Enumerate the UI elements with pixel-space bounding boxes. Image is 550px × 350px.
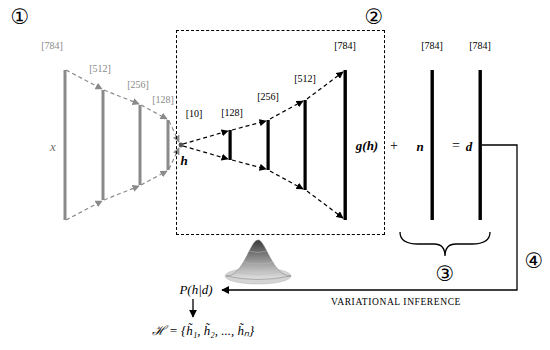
- data-symbol: d: [466, 140, 473, 154]
- decoder-box: ②: [176, 30, 385, 235]
- down-arrow: [192, 299, 193, 317]
- layer-dimension: [256]: [257, 91, 279, 102]
- noise-symbol: n: [416, 140, 423, 154]
- decoder-link: [183, 146, 228, 159]
- layer-dimension: [512]: [294, 73, 316, 84]
- encoder-link: [169, 148, 179, 169]
- encoder-link: [141, 171, 167, 185]
- layer-bar: [64, 70, 67, 220]
- layer-dimension: [256]: [127, 79, 149, 90]
- layer-bar: [304, 100, 307, 190]
- layer-bar: [102, 90, 105, 200]
- layer-dimension: [512]: [89, 63, 111, 74]
- noise-bar: [431, 70, 434, 220]
- operator-symbol: +: [390, 138, 398, 153]
- encoder-link: [141, 105, 167, 119]
- decoder: [183, 72, 343, 218]
- data-bar: [479, 70, 482, 220]
- encoder-link: [104, 90, 139, 104]
- callout-number: ③: [436, 263, 455, 286]
- layer-bar: [267, 120, 270, 170]
- decoder-link: [270, 171, 303, 189]
- sample-set-formula: ℋ = {h̃₁, h̃₂, ..., h̃ₙ}: [152, 324, 254, 338]
- callout-number: ②: [365, 6, 384, 29]
- output-symbol: g(h): [356, 139, 378, 153]
- encoder-link: [66, 201, 102, 220]
- encoder: [66, 70, 179, 220]
- layer-bar: [344, 70, 347, 220]
- curly-bracket: [400, 232, 490, 256]
- encoder-link: [169, 121, 179, 142]
- callout-number: ①: [11, 6, 30, 29]
- gaussian-bell: [226, 240, 291, 280]
- decoder-link: [270, 101, 303, 119]
- layer-bar: [167, 120, 170, 170]
- callout-number: ④: [525, 250, 544, 273]
- posterior-formula: P(h|d): [179, 283, 212, 297]
- layer-dimension: [784]: [334, 40, 356, 51]
- gaussian-surface: [225, 240, 291, 284]
- layer-dimension: [10]: [186, 108, 203, 119]
- gaussian-grid: [236, 251, 281, 275]
- layer-dimension: [784]: [421, 40, 443, 51]
- layer-bar: [229, 130, 232, 160]
- decoder-layers: [229, 70, 482, 220]
- edge-note: VARIATIONAL INFERENCE: [331, 297, 461, 307]
- layer-dimension: [128]: [221, 107, 243, 118]
- inference-line: [222, 145, 517, 290]
- latent-symbol: h: [180, 154, 187, 168]
- encoder-layers: [64, 70, 170, 220]
- decoder-link: [183, 131, 228, 144]
- operator-symbol: =: [452, 138, 460, 153]
- layer-dimension: [128]: [152, 94, 174, 105]
- decoder-link: [232, 121, 266, 130]
- layer-dimension: [784]: [469, 40, 491, 51]
- decoder-link: [307, 191, 343, 218]
- input-symbol: x: [50, 140, 56, 154]
- layer-bar: [139, 105, 142, 185]
- encoder-link: [104, 186, 139, 200]
- latent-point: [179, 143, 184, 148]
- layer-dimension: [784]: [41, 40, 63, 51]
- decoder-link: [232, 160, 266, 169]
